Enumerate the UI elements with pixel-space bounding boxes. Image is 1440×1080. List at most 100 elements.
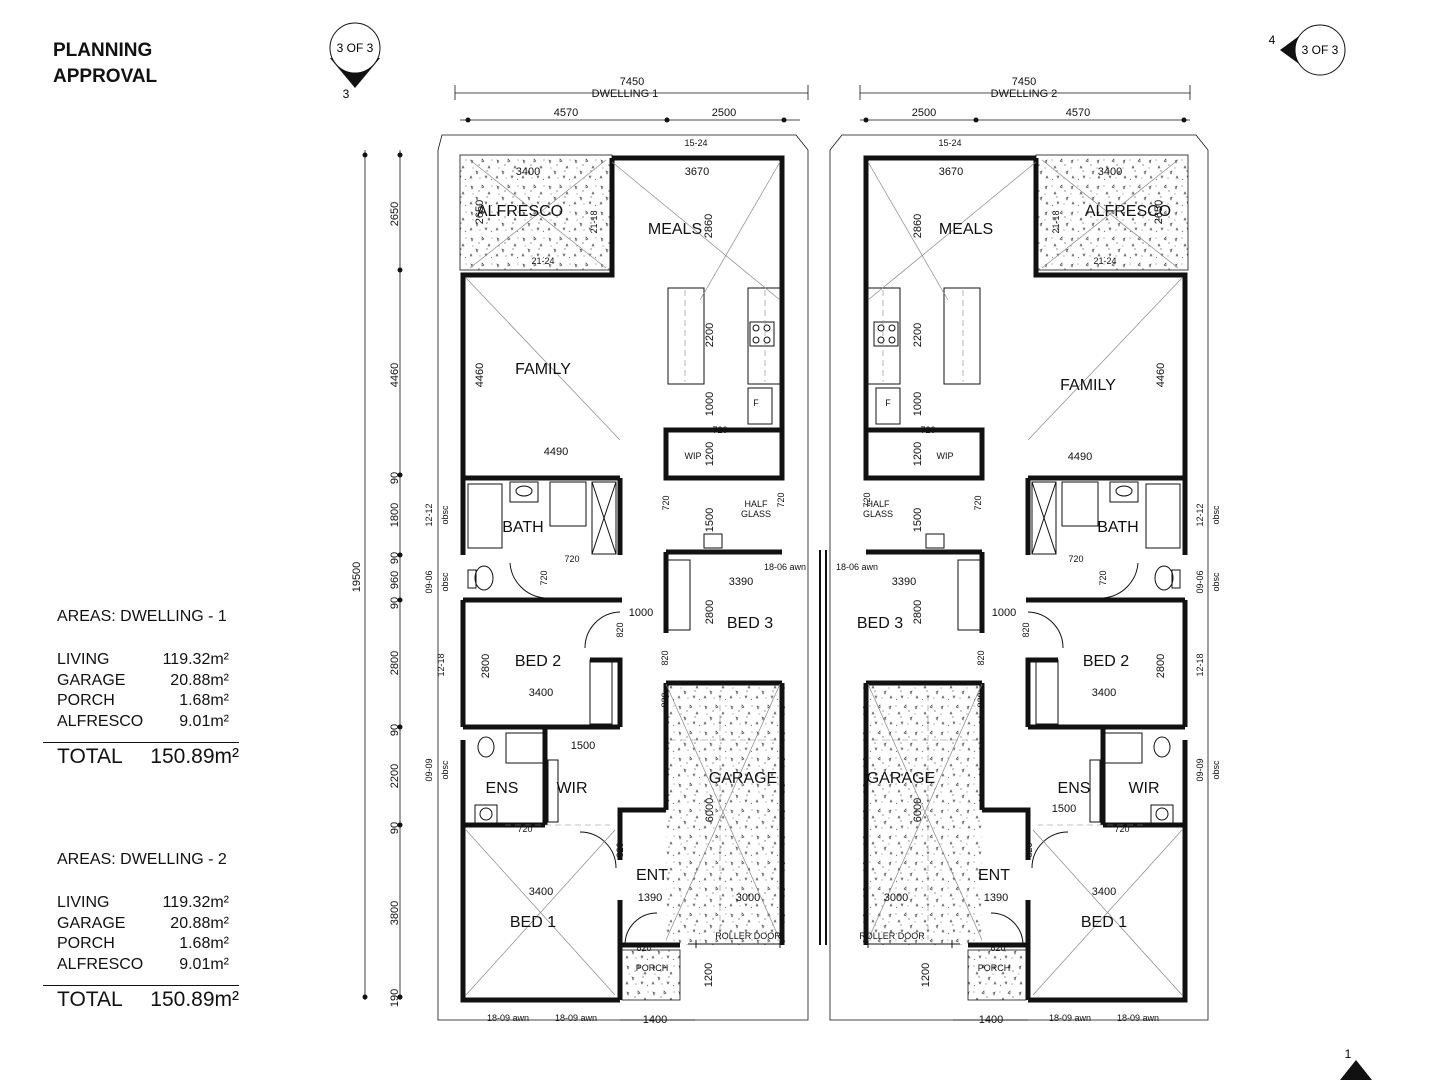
total-label: TOTAL <box>57 988 123 1011</box>
dim-text: 15-24 <box>938 138 961 148</box>
dim-text: 190 <box>389 989 401 1007</box>
dim-text: 3400 <box>516 166 540 178</box>
dim-text: 820 <box>660 692 670 707</box>
dim-text: 1200 <box>920 963 932 987</box>
room-label: BED 3 <box>857 615 903 632</box>
dim-text: 820 <box>636 943 651 953</box>
room-label: ENS <box>486 780 519 797</box>
dim-text: 7450 <box>620 76 644 88</box>
dim-text: 720 <box>539 570 549 585</box>
dim-text: 1500 <box>912 508 924 532</box>
glass-label: HALF <box>744 499 768 509</box>
area-label: LIVING <box>57 894 110 911</box>
dim-text: 18-06 awn <box>836 562 878 572</box>
room-label: PORCH <box>636 963 669 973</box>
garage-slab <box>666 683 785 945</box>
area-value: 119.32m² <box>162 894 229 911</box>
dim-text: 12-12 <box>424 503 434 526</box>
marker-label: 3 OF 3 <box>1302 43 1339 57</box>
dim-text: 3400 <box>1098 166 1122 178</box>
room-label: WIR <box>1128 780 1159 797</box>
porch-slab <box>621 949 681 1001</box>
dim-text: 820 <box>976 650 986 665</box>
room-label: BED 1 <box>1081 914 1127 931</box>
dim-text: 720 <box>661 495 671 510</box>
room-label: ALFRESCO <box>477 203 563 220</box>
dim-text: obsc <box>440 572 450 592</box>
dim-text: 820 <box>660 650 670 665</box>
dim-text: 3400 <box>1092 687 1116 699</box>
dim-text: 12-12 <box>1195 503 1205 526</box>
dim-text: DWELLING 1 <box>592 88 659 100</box>
dim-text: 960 <box>389 571 401 589</box>
area-row: GARAGE 20.88m² <box>57 671 229 692</box>
dim-text: 1400 <box>979 1014 1003 1026</box>
dim-text: 2200 <box>704 323 716 347</box>
total-value: 150.89m² <box>150 745 239 768</box>
total-value: 150.89m² <box>150 988 239 1011</box>
room-label: BATH <box>1097 519 1138 536</box>
dim-text: 3400 <box>1092 886 1116 898</box>
room-label: ROLLER DOOR <box>715 931 781 941</box>
dim-text: 1390 <box>638 892 662 904</box>
room-label: BED 1 <box>510 914 556 931</box>
dim-text: 1500 <box>571 740 595 752</box>
area-label: PORCH <box>57 935 115 952</box>
room-label: BED 2 <box>515 653 561 670</box>
dim-text: 1390 <box>984 892 1008 904</box>
dim-text: 1500 <box>704 508 716 532</box>
dim-text: obsc <box>440 505 450 525</box>
dim-text: 6000 <box>912 798 924 822</box>
roof-outline <box>437 134 1209 1021</box>
area-value: 20.88m² <box>170 671 229 689</box>
dim-text: 2650 <box>1153 200 1165 224</box>
dim-text: 720 <box>776 492 786 507</box>
dim-text: 90 <box>389 552 401 564</box>
glass-label: HALF <box>866 499 890 509</box>
planning-approval-title: PLANNING APPROVAL <box>53 38 157 90</box>
fridge-label: F <box>753 398 759 408</box>
dim-text: 21-24 <box>531 256 554 266</box>
room-label: ALFRESCO <box>1085 203 1171 220</box>
dim-text: 1200 <box>704 442 716 466</box>
dim-text: 2800 <box>1155 654 1167 678</box>
dim-text: 720 <box>920 425 935 435</box>
dim-text: 820 <box>976 692 986 707</box>
title-line-2: APPROVAL <box>53 66 158 87</box>
dim-text: 2650 <box>389 202 401 226</box>
area-label: ALFRESCO <box>57 712 144 730</box>
dim-text: 2860 <box>912 214 924 238</box>
section-marker-left: 3 OF 3 3 <box>329 22 381 101</box>
area-label: GARAGE <box>57 671 126 689</box>
dim-text: 720 <box>973 495 983 510</box>
dim-text: 3390 <box>729 576 753 588</box>
dim-text: 09-06 <box>1195 570 1205 593</box>
dim-text: obsc <box>1211 505 1221 525</box>
dim-text: 21-18 <box>589 210 599 233</box>
room-label: GARAGE <box>867 770 935 787</box>
dim-text: 09-09 <box>424 758 434 781</box>
dim-text: 18-09 awn <box>1049 1013 1091 1023</box>
area-row: LIVING 119.32m² <box>57 893 229 914</box>
dim-text: 3800 <box>389 901 401 925</box>
dim-text: 3000 <box>736 892 760 904</box>
room-label: ENT <box>636 867 668 884</box>
dim-text: 820 <box>990 943 1005 953</box>
dim-text: 1000 <box>992 607 1016 619</box>
room-label: BED 2 <box>1083 653 1129 670</box>
dim-text: 2650 <box>474 200 486 224</box>
room-label: ROLLER DOOR <box>859 931 925 941</box>
dim-text: 2860 <box>703 214 715 238</box>
dim-text: 720 <box>564 554 579 564</box>
dim-text: 3670 <box>685 166 709 178</box>
dim-text: 820 <box>615 842 625 857</box>
room-label: PORCH <box>978 963 1011 973</box>
area-total: TOTAL 150.89m² <box>43 985 239 1012</box>
dim-text: 3670 <box>939 166 963 178</box>
